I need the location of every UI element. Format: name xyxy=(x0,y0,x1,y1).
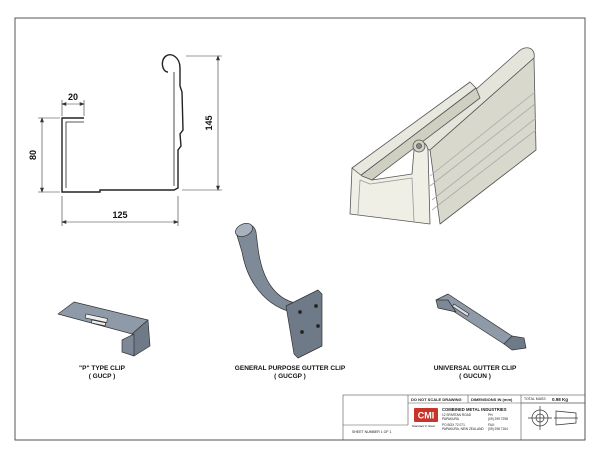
po-line-1: PO BOX 72 071 xyxy=(442,423,465,427)
dimension-front-height: 80 xyxy=(28,150,38,160)
weight-label: TOTAL MASS xyxy=(524,397,546,401)
gutter-profile-section xyxy=(61,54,184,193)
dimension-lip-width: 20 xyxy=(68,92,78,102)
p-type-clip-render xyxy=(57,301,151,357)
scale-note: DO NOT SCALE DRAWING xyxy=(411,397,462,402)
gp-clip-name: GENERAL PURPOSE GUTTER CLIP xyxy=(234,365,346,372)
universal-clip-code: ( GUCUN ) xyxy=(459,373,491,380)
dimension-lines xyxy=(38,55,222,226)
fax-label: FAX: xyxy=(488,423,495,427)
projection-symbol-icon xyxy=(528,406,578,430)
sheet-number: SHEET NUMBER 1 OF 1 xyxy=(352,430,392,434)
title-block-lines xyxy=(342,394,586,441)
phone-label: PH: xyxy=(488,413,494,417)
cmi-logo: CMI xyxy=(414,408,438,422)
gutter-3d-render xyxy=(349,47,537,225)
gp-clip-code: ( GUCGP ) xyxy=(274,373,306,380)
sheet-border xyxy=(14,17,586,441)
address-line-1: 12 SPARTAN ROAD xyxy=(442,413,472,417)
universal-clip-render xyxy=(435,293,527,351)
dimension-base-width: 125 xyxy=(112,210,127,220)
logo-tagline: Standard in Steel xyxy=(412,424,436,428)
weight-value: 0.98 Kg xyxy=(552,397,569,402)
dimension-back-height: 145 xyxy=(204,115,214,130)
general-purpose-clip-render xyxy=(235,223,323,359)
company-name: COMBINED METAL INDUSTRIES xyxy=(442,407,507,412)
logo-text: CMI xyxy=(418,411,435,421)
po-line-2: PAPAKURA, NEW ZEALAND xyxy=(442,427,484,431)
units-note: DIMENSIONS IN (mm) xyxy=(471,397,513,402)
address-line-2: PAPAKURA xyxy=(442,417,459,421)
universal-clip-name: UNIVERSAL GUTTER CLIP xyxy=(433,365,517,372)
p-clip-code: ( GUCP ) xyxy=(88,373,116,380)
fax-value: (09) 298 7164 xyxy=(488,427,508,431)
phone-value: (09) 299 7298 xyxy=(488,417,508,421)
p-clip-name: "P" TYPE CLIP xyxy=(79,365,125,372)
